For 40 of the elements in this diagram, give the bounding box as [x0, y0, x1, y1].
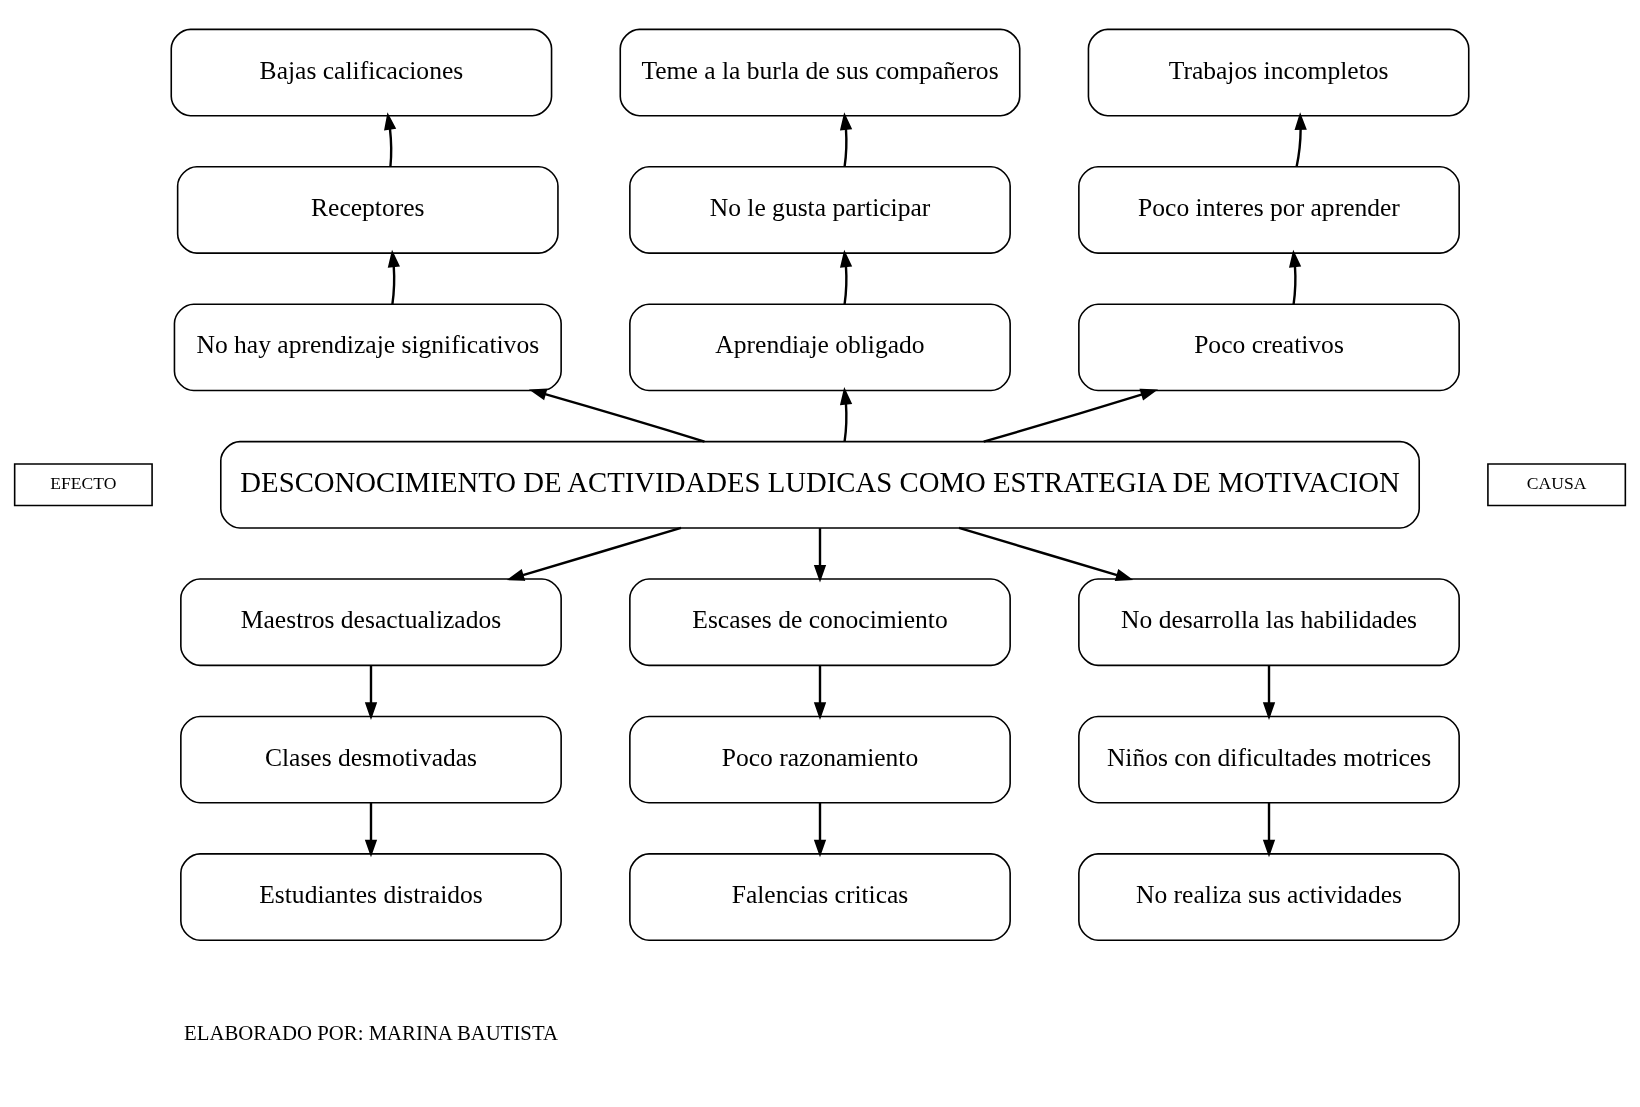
arrow: [839, 249, 853, 305]
node-box: Falencias criticas: [629, 853, 1011, 941]
node-box: Estudiantes distraidos: [180, 853, 562, 941]
arrow: [387, 249, 400, 305]
arrow: [1294, 112, 1307, 167]
node-box: EFECTO: [13, 463, 153, 507]
node-box: Receptores: [176, 166, 559, 254]
node-box: DESCONOCIMIENTO DE ACTIVIDADES LUDICAS COMO ESTRATEGIA DE MOTIVACION: [220, 440, 1420, 529]
node-box: Clases desmotivadas: [180, 715, 562, 804]
arrow: [506, 526, 682, 581]
node-box: Poco creativos: [1078, 303, 1460, 392]
node-box: Bajas calificaciones: [170, 28, 553, 117]
node-box: No le gusta participar: [629, 166, 1011, 254]
node-box: Poco razonamiento: [629, 715, 1011, 804]
node-box: Escases de conocimiento: [629, 578, 1011, 667]
node-box: Aprendiaje obligado: [629, 303, 1011, 392]
node-box: No realiza sus actividades: [1078, 853, 1460, 941]
arrow: [839, 387, 853, 442]
arrow: [1262, 802, 1276, 858]
arrow: [813, 802, 827, 858]
node-box: CAUSA: [1487, 463, 1627, 507]
arrow: [983, 388, 1159, 443]
arrow: [384, 112, 397, 167]
node-box: Niños con dificultades motrices: [1078, 715, 1460, 804]
node-box: No hay aprendizaje significativos: [173, 303, 562, 392]
arrow: [364, 802, 378, 858]
arrow: [1262, 665, 1276, 720]
arrow: [1288, 249, 1302, 305]
arrow: [839, 112, 853, 167]
label: ELABORADO POR: MARINA BAUTISTA: [184, 1020, 558, 1044]
node-box: Teme a la burla de sus compañeros: [619, 28, 1021, 117]
arrow: [528, 388, 705, 443]
node-box: Trabajos incompletos: [1087, 28, 1470, 117]
arrow: [813, 528, 827, 583]
arrow: [813, 665, 827, 720]
node-box: Maestros desactualizados: [180, 578, 562, 667]
node-box: Poco interes por aprender: [1078, 166, 1460, 254]
node-box: No desarrolla las habilidades: [1078, 578, 1460, 667]
arrow: [364, 665, 378, 720]
arrow: [958, 526, 1134, 581]
